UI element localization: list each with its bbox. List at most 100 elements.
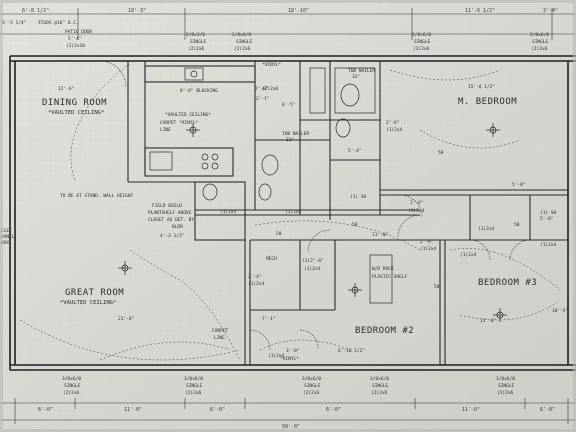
header-3: (1)2x4 bbox=[408, 208, 425, 214]
elec-3: BOX bbox=[1, 240, 9, 246]
bottom-window-5-size: 3/0x6/0 bbox=[496, 376, 515, 382]
bottom-dim-1: 6'-0" bbox=[38, 407, 53, 413]
field-build-4: BLDR bbox=[172, 224, 183, 230]
sh-1: (1) SH bbox=[350, 194, 367, 200]
header-5: (1)2x4 bbox=[460, 252, 477, 258]
field-build-2: PLANTSHELF ABOVE bbox=[148, 210, 192, 216]
bottom-window-4-header: (2)2x6 bbox=[371, 390, 388, 396]
dim-3-0: 3'-0" bbox=[286, 348, 300, 354]
fan-50-2: 50 bbox=[352, 222, 358, 228]
header-4: (1)2x4 bbox=[420, 246, 437, 252]
vinyl-bottom-note: *VINYL* bbox=[280, 356, 299, 362]
fan-50-3: 50 bbox=[514, 222, 520, 228]
dim-5-8: 5'-8" bbox=[512, 182, 526, 188]
header-9: (1)2x4 bbox=[304, 266, 321, 272]
bottom-window-2-type: SINGLE bbox=[186, 383, 203, 389]
bottom-dim-2: 11'-0" bbox=[124, 407, 142, 413]
bottom-total-dim: 50'-0" bbox=[282, 424, 300, 430]
dim-2-6-b: 2'-6" bbox=[410, 200, 424, 206]
bottom-window-4-size: 3/0x6/0 bbox=[370, 376, 389, 382]
line-note: LINE bbox=[160, 127, 171, 133]
window-top-c2: SINGLE bbox=[414, 39, 431, 45]
bottom-dim-5: 11'-0" bbox=[462, 407, 480, 413]
bottom-window-5-header: (2)2x6 bbox=[497, 390, 514, 396]
elec-1: ELEC bbox=[1, 228, 12, 234]
dim-21-6: 21'-6" bbox=[118, 316, 134, 322]
window-top-a2: SINGLE bbox=[190, 39, 207, 45]
rack-2: PLASTIC SHELF bbox=[372, 274, 408, 280]
top-dim-5: 3'-4" bbox=[543, 8, 558, 14]
dim-5-4: 5'-4" bbox=[348, 148, 362, 154]
header-10: (1)2x4 bbox=[268, 353, 285, 359]
window-top-c1: 2/8x6/0 bbox=[412, 32, 431, 38]
great-room-label: GREAT ROOM bbox=[65, 288, 124, 298]
dim-2-4: 2'-4" bbox=[248, 274, 262, 280]
carpet-line-2: LINE bbox=[214, 335, 225, 341]
top-dim-4: 11'-6 1/2" bbox=[465, 8, 495, 14]
dim-2-1: 2'-1" bbox=[256, 96, 270, 102]
bottom-window-3-header: (2)2x6 bbox=[303, 390, 320, 396]
rack-1: W/D RACK bbox=[372, 266, 394, 272]
dim-7-1: 7'-1" bbox=[262, 316, 276, 322]
vaulted-mid-note: *VAULTED CEILING* bbox=[165, 112, 211, 118]
bedroom-3-label: BEDROOM #3 bbox=[478, 278, 537, 288]
patio-door-note-2: 5'-4" bbox=[68, 36, 82, 42]
closet-dim: 4'-3 1/2" bbox=[160, 233, 184, 239]
bottom-window-5-type: SINGLE bbox=[498, 383, 515, 389]
dim-15-6: 15'-6 1/2" bbox=[468, 84, 495, 90]
exterior-walls bbox=[9, 55, 576, 371]
bottom-window-1-header: (2)2x6 bbox=[63, 390, 80, 396]
window-top-d3: (2)2x6 bbox=[531, 46, 548, 52]
bottom-dim-3: 6'-0" bbox=[210, 407, 225, 413]
bottom-window-1-size: 3/0x6/0 bbox=[62, 376, 81, 382]
ceiling-fan-icon bbox=[118, 123, 507, 322]
dim-5-0: 5'-0" bbox=[540, 216, 554, 222]
bottom-dim-6: 6'-0" bbox=[540, 407, 555, 413]
field-build-1: FIELD BUILD bbox=[152, 203, 182, 209]
tub-nailer-3: TUB NAILER bbox=[282, 131, 309, 137]
window-top-b3: (2)2x6 bbox=[234, 46, 251, 52]
top-dim-2: 10'-3" bbox=[128, 8, 146, 14]
tub-nailer-1: TUB NAILER bbox=[348, 68, 375, 74]
dining-room-label: DINING ROOM bbox=[42, 98, 107, 108]
dim-2-6-c: 2'-6" bbox=[420, 239, 434, 245]
carpet-vinyl-note: CARPET *VINYL* bbox=[160, 120, 198, 126]
studs-note: STUDS @16" O.C. bbox=[38, 20, 79, 26]
left-corner-dim: 6'-5 1/4" bbox=[2, 20, 26, 26]
fan-50-5: 50 bbox=[276, 231, 282, 237]
window-top-d2: SINGLE bbox=[532, 39, 549, 45]
master-bedroom-label: M. BEDROOM bbox=[458, 97, 517, 107]
stand-wall-note: TO BE AT STAND. WALL HEIGHT bbox=[60, 193, 133, 199]
patio-door-note-3: (2)2x10 bbox=[66, 43, 85, 49]
dim-12-6: 12'-6" bbox=[58, 86, 74, 92]
header-2: (1)2x4 bbox=[220, 209, 237, 215]
window-top-b1: 2/8x6/0 bbox=[232, 32, 251, 38]
interior-walls bbox=[127, 61, 568, 365]
sh-2: (1) SH bbox=[540, 210, 557, 216]
bottom-dimension-line bbox=[0, 398, 576, 424]
bottom-window-4-type: SINGLE bbox=[372, 383, 389, 389]
fan-50-1: 50 bbox=[438, 150, 444, 156]
window-top-a1: 2/8x3/0 bbox=[186, 32, 205, 38]
window-top-c3: (2)2x6 bbox=[413, 46, 430, 52]
window-top-d1: 2/8x6/0 bbox=[530, 32, 549, 38]
top-dimension-line bbox=[0, 8, 576, 40]
dim-10-5: 10'-5" bbox=[552, 308, 568, 314]
bedroom-2-label: BEDROOM #2 bbox=[355, 326, 414, 336]
header-12: (1)2x4 bbox=[285, 209, 302, 215]
bottom-window-2-header: (2)2x6 bbox=[185, 390, 202, 396]
mech-note: MECH bbox=[266, 256, 277, 262]
blocking-note: 9'-0" BLOCKING bbox=[180, 88, 218, 94]
dim-11-6: 11'-6" bbox=[480, 318, 496, 324]
fixtures bbox=[149, 67, 393, 304]
header-6: (1)2x4 bbox=[478, 226, 495, 232]
header-11: (2)2x6 bbox=[262, 86, 279, 92]
dim-2-2: (2)2"-6" bbox=[302, 258, 324, 264]
dining-room-note: *VAULTED CEILING* bbox=[48, 110, 104, 116]
dim-11-0: 11'-0" bbox=[372, 232, 388, 238]
header-1: (1)2x4 bbox=[386, 127, 403, 133]
carpet-line-1: CARPET bbox=[212, 328, 229, 334]
bottom-window-3-size: 3/0x6/0 bbox=[302, 376, 321, 382]
vinyl-top-note: *VINYL* bbox=[262, 62, 281, 68]
